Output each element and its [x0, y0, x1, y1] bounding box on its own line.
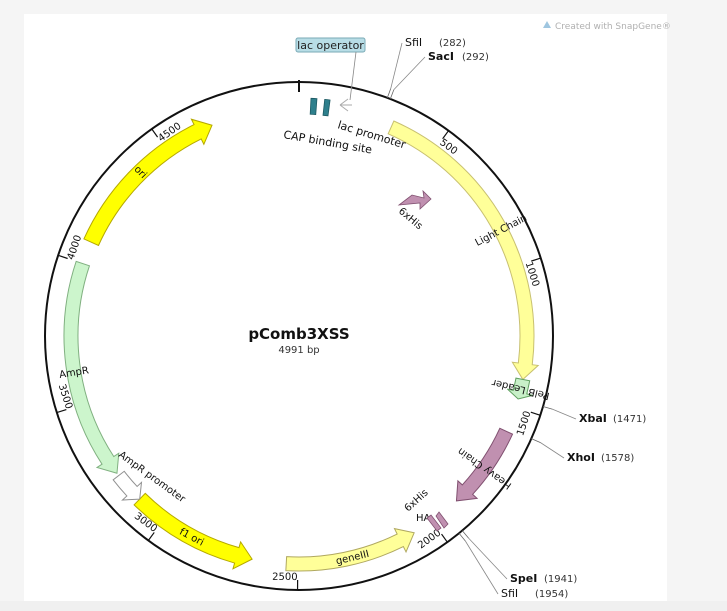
sfi-i-bottom-site: SfiI (1954): [458, 532, 568, 600]
tick-label-4000: 4000: [66, 234, 85, 262]
tick-mark-4000: [57, 254, 68, 260]
spe-i-position: (1941): [544, 574, 577, 585]
xba-i-site: XbaI (1471): [542, 406, 646, 425]
lac-promoter-arrow: [339, 98, 352, 112]
gene-iii-arrow: [285, 527, 415, 572]
tick-mark-1500: [530, 411, 541, 416]
sac-i-leader-line: [393, 56, 426, 90]
his-inner-arrow: [397, 189, 432, 210]
ampr-promoter-feature: [112, 470, 143, 501]
xho-i-enzyme: XhoI: [567, 451, 595, 464]
tick-mark-4500: [151, 128, 159, 138]
ha-tag-arrow: [426, 514, 442, 532]
snapgene-logo-icon: [543, 21, 551, 28]
sfi-i-top-enzyme: SfiI: [405, 36, 422, 49]
sac-i-position: (292): [462, 52, 489, 63]
snapgene-watermark: Created with SnapGene®: [543, 21, 671, 32]
sfi-i-top-position: (282): [439, 38, 466, 49]
lac-operator-box: lac operator: [295, 37, 366, 101]
sfi-i-top-site: SfiI (282): [386, 36, 466, 98]
tick-label-2500: 2500: [272, 572, 298, 583]
ori-feature: ori: [83, 118, 213, 247]
lac-operator-mark: [322, 98, 331, 117]
ampr-arrow: [63, 260, 120, 474]
map-canvas: [24, 14, 667, 601]
f1-ori-arrow: [133, 492, 253, 570]
sac-i-enzyme: SacI: [428, 50, 454, 63]
spe-i-enzyme: SpeI: [510, 572, 537, 585]
ha-tag-label: HA: [416, 513, 431, 524]
xho-i-position: (1578): [601, 453, 634, 464]
tick-mark-3000: [147, 532, 155, 541]
gene-iii-feature: geneIII: [285, 527, 415, 572]
xho-i-site: XhoI (1578): [531, 438, 634, 464]
tick-mark-3500: [56, 408, 67, 414]
spe-i-leader-line: [468, 537, 508, 580]
tick-mark-1000: [531, 257, 541, 262]
pelb-leader-feature: PelB Leader: [490, 376, 551, 401]
watermark-text: Created with SnapGene®: [555, 22, 671, 32]
lac-operator-label: lac operator: [297, 39, 364, 52]
sfi-i-bottom-position: (1954): [535, 589, 568, 600]
plasmid-name: pComb3XSS: [248, 325, 349, 343]
light-chain-arrow: [387, 120, 540, 381]
xba-i-enzyme: XbaI: [579, 412, 607, 425]
xho-i-leader-line: [540, 442, 565, 459]
tick-mark-500: [442, 130, 450, 140]
light-chain-feature: Light Chain: [387, 120, 540, 381]
tick-mark-2000: [441, 533, 448, 543]
sfi-i-top-leader-line: [390, 42, 403, 89]
cap-site: [309, 97, 318, 116]
plasmid-size: 4991 bp: [278, 345, 319, 356]
heavy-chain-feature: Heavy Chain: [455, 427, 514, 502]
sites-layer: SfiI (282)SacI (292) XbaI (1471) XhoI (1578) Sp…: [386, 36, 646, 600]
heavy-chain-arrow: [455, 427, 514, 502]
his-tag-label: 6xHis: [403, 487, 431, 514]
ampr-feature: AmpR: [58, 260, 120, 474]
his-inner-label: 6xHis: [396, 206, 424, 232]
his-tag-arrow: [435, 511, 449, 529]
bottom-bar: [0, 601, 727, 611]
sfi-i-bottom-enzyme: SfiI: [501, 587, 518, 600]
xba-i-position: (1471): [613, 414, 646, 425]
pelb-leader-arrow: [507, 377, 533, 400]
xba-i-leader-line: [552, 408, 577, 420]
ori-arrow: [83, 118, 213, 247]
tick-label-1500: 1500: [515, 410, 533, 438]
ampr-label: AmpR: [58, 365, 89, 381]
ampr-promoter-arrow: [112, 470, 143, 501]
sac-i-site: SacI (292): [389, 50, 489, 100]
spe-i-site: SpeI (1941): [461, 530, 577, 585]
sfi-i-bottom-leader-line: [465, 540, 499, 595]
